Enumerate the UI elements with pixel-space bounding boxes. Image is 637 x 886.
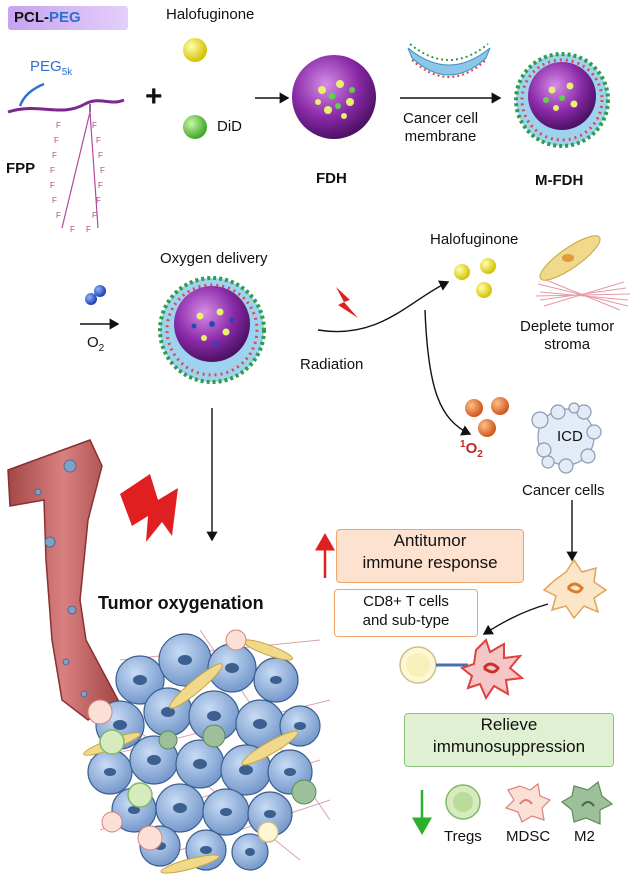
mdsc-label: MDSC [506,828,551,845]
svg-text:F: F [96,196,101,205]
pcl-peg-label: PCL-PEG [8,6,128,30]
mdsc-cell-icon [504,782,552,823]
oxygen-molecule-icon [85,285,106,305]
released-halofuginone-balls [454,258,496,298]
halofuginone-ball [183,38,207,62]
svg-text:F: F [96,136,101,145]
tumor-stroma-fibroblast [535,235,631,311]
svg-text:F: F [98,181,103,190]
cancer-cell-membrane-label: Cancer cell membrane [403,110,479,145]
svg-text:F: F [50,181,55,190]
tumor-oxygenation-title: Tumor oxygenation [98,593,264,613]
large-radiation-lightning-icon [120,474,178,542]
fdh-nanoparticle [292,55,376,139]
oxygen-loaded-m-fdh [158,276,266,384]
did-label: DiD [217,118,242,135]
svg-text:F: F [100,166,105,175]
svg-text:F: F [92,121,97,130]
icd-cancer-cell [531,402,602,474]
svg-text:F: F [56,121,61,130]
radiation-label: Radiation [300,356,364,373]
icd-label: ICD [557,428,583,445]
blood-vessel [7,439,119,721]
svg-text:F: F [92,211,97,220]
svg-text:F: F [52,196,57,205]
plus-sign: + [145,80,163,113]
svg-text:F: F [86,225,91,234]
halofuginone-label: Halofuginone [166,6,255,23]
m-fdh-label: M-FDH [535,172,584,189]
oxygen-delivery-label: Oxygen delivery [160,250,268,267]
treg-cell-icon [445,784,481,820]
svg-text:F: F [54,136,59,145]
relieve-immunosuppression-box: Relieve immunosuppression [404,713,614,767]
svg-text:F: F [50,166,55,175]
o2-label: O2 [87,334,105,354]
peg5k-label: PEG5k [30,58,73,78]
svg-text:F: F [56,211,61,220]
tumor-cell-cluster [83,629,331,874]
cd8-t-cells-box: CD8+ T cells and sub-type [334,589,478,637]
arrow-to-halofuginone-release [317,280,450,333]
dendritic-cell [542,558,608,620]
fpp-label: FPP [6,160,36,177]
cancer-cells-label: Cancer cells [522,482,605,499]
m-fdh-nanoparticle [514,52,610,148]
halofuginone-release-label: Halofuginone [430,231,519,248]
svg-text:F: F [98,151,103,160]
arrow-dc-to-t-cell [482,603,549,635]
singlet-oxygen-label: 1O2 [460,439,483,460]
radiation-lightning-icon [336,287,358,318]
arrow-to-singlet-oxygen [424,309,472,436]
m2-label: M2 [574,828,595,845]
did-ball [183,115,207,139]
fdh-label: FDH [316,170,347,187]
antitumor-immune-response-box: Antitumor immune response [336,529,524,583]
cancer-cell-membrane-fragment [407,43,491,78]
tregs-label: Tregs [444,828,482,845]
svg-text:F: F [70,225,75,234]
deplete-tumor-stroma-label: Deplete tumor stroma [520,318,615,353]
singlet-oxygen-balls [465,397,509,437]
t-cell-activation [399,638,525,701]
m2-macrophage-icon [560,780,614,825]
svg-text:F: F [52,151,57,160]
